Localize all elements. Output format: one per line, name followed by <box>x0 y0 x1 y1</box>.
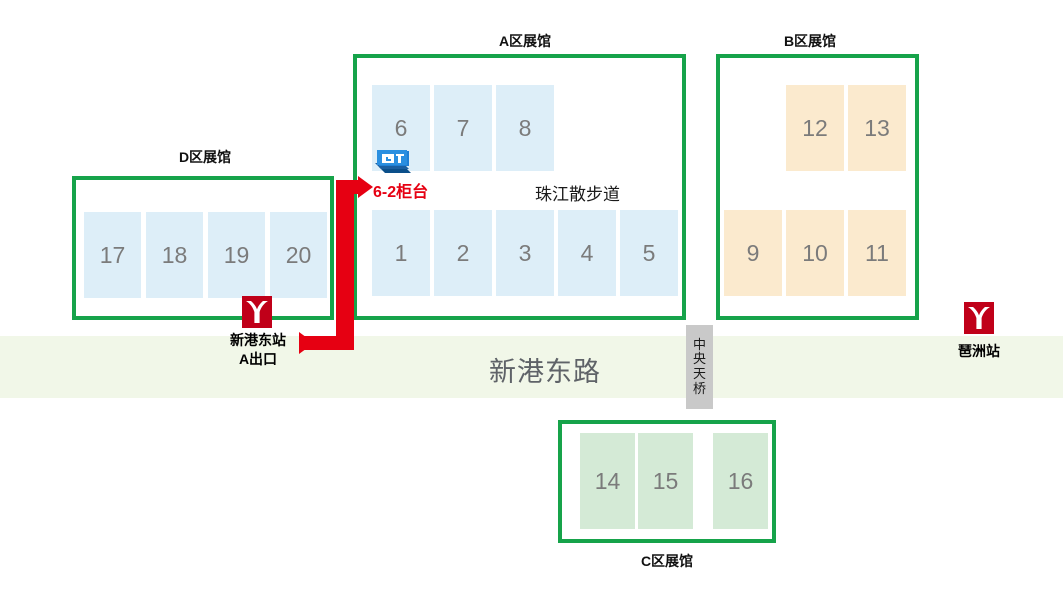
footbridge-char: 央 <box>692 351 706 367</box>
road-name-label: 新港东路 <box>489 357 601 387</box>
booth-cell[interactable]: 3 <box>496 210 554 296</box>
booth-cell[interactable]: 15 <box>638 433 693 529</box>
footbridge-char: 天 <box>692 366 706 381</box>
booth-cell[interactable]: 14 <box>580 433 635 529</box>
booth-cell[interactable]: 4 <box>558 210 616 296</box>
hall-c-title: C区展馆 <box>640 553 694 569</box>
booth-cell[interactable]: 7 <box>434 85 492 171</box>
hall-a-block[interactable]: 6 7 8 珠江散步道 1 2 3 4 5 <box>353 54 686 320</box>
hall-b-title: B区展馆 <box>783 33 837 49</box>
hall-d-title: D区展馆 <box>178 149 232 165</box>
booth-cell[interactable]: 17 <box>84 212 141 298</box>
footbridge-char: 中 <box>692 336 706 352</box>
destination-counter-label: 6-2柜台 <box>373 184 429 201</box>
booth-cell[interactable]: 18 <box>146 212 203 298</box>
route-arrowhead-end-icon <box>358 176 373 198</box>
footbridge-marker: 中 央 天 桥 <box>686 325 713 409</box>
hall-a-title: A区展馆 <box>498 33 552 49</box>
booth-cell[interactable]: 5 <box>620 210 678 296</box>
station-xingang-east-label: 新港东站 A出口 <box>196 331 320 369</box>
station-pazhou-label: 琶洲站 <box>917 342 1041 361</box>
booth-cell[interactable]: 16 <box>713 433 768 529</box>
promenade-label: 珠江散步道 <box>535 185 620 204</box>
route-arrowhead-start-icon <box>299 332 314 354</box>
booth-cell[interactable]: 10 <box>786 210 844 296</box>
booth-cell[interactable]: 19 <box>208 212 265 298</box>
booth-cell[interactable]: 13 <box>848 85 906 171</box>
booth-cell[interactable]: 12 <box>786 85 844 171</box>
station-name: 琶洲站 <box>958 343 1000 359</box>
booth-cell[interactable]: 11 <box>848 210 906 296</box>
booth-cell[interactable]: 2 <box>434 210 492 296</box>
booth-cell[interactable]: 20 <box>270 212 327 298</box>
road-band <box>0 336 1063 398</box>
station-exit: A出口 <box>238 350 278 367</box>
booth-cell[interactable]: 9 <box>724 210 782 296</box>
hall-d-block[interactable]: 17 18 19 20 <box>72 176 334 320</box>
footbridge-char: 桥 <box>692 380 706 396</box>
route-segment-vertical <box>336 180 354 350</box>
booth-cell[interactable]: 8 <box>496 85 554 171</box>
company-logo-icon <box>375 149 413 177</box>
guangzhou-metro-icon[interactable] <box>964 302 994 334</box>
hall-c-block[interactable]: 14 15 16 <box>558 420 776 543</box>
route-segment-entry <box>336 180 362 194</box>
hall-b-block[interactable]: 12 13 9 10 11 <box>716 54 919 320</box>
guangzhou-metro-icon[interactable] <box>242 296 272 328</box>
booth-cell[interactable]: 1 <box>372 210 430 296</box>
station-name: 新港东站 <box>230 332 286 348</box>
